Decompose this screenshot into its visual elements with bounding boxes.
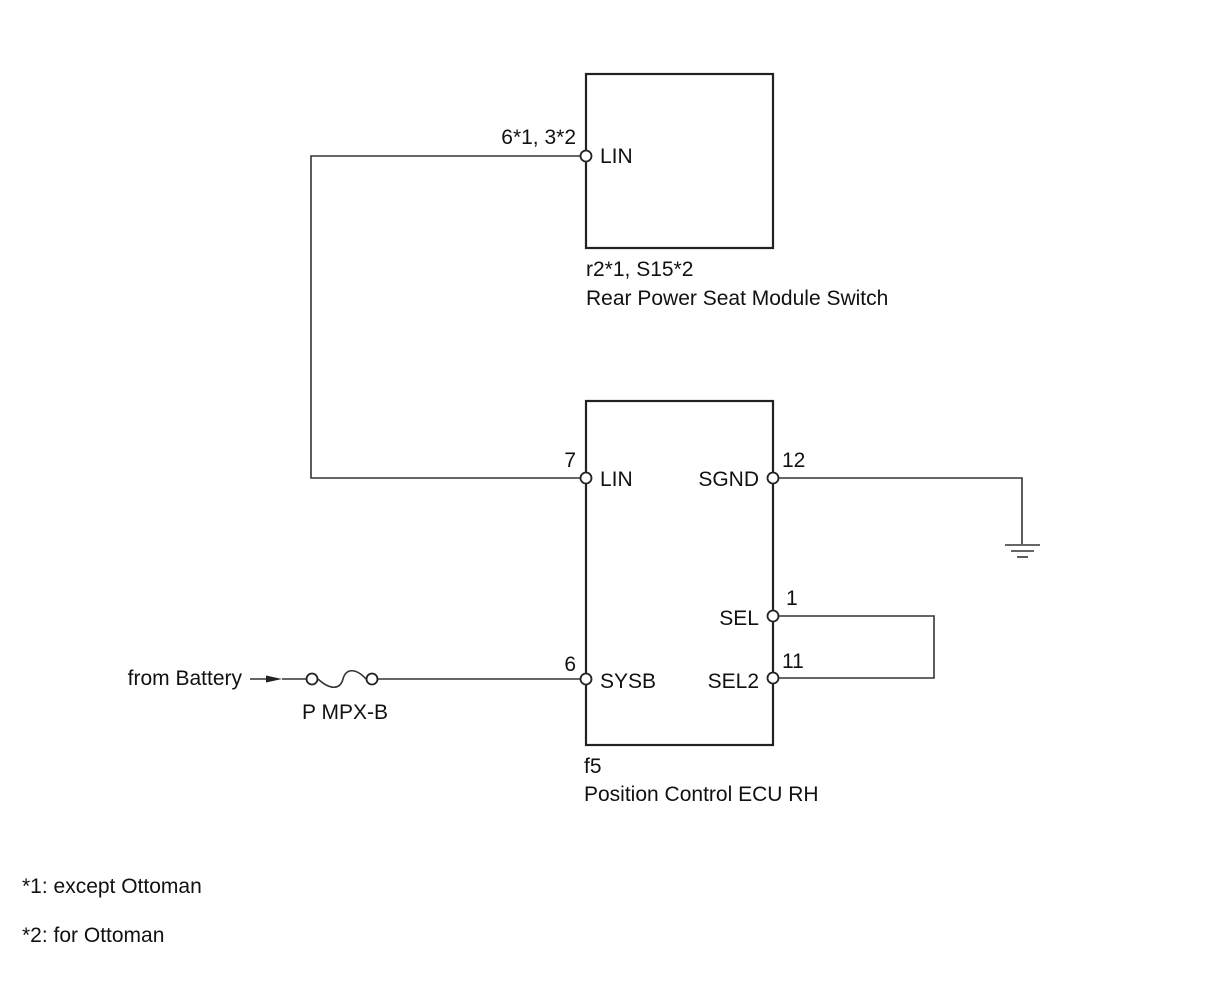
ecu-sel2-terminal bbox=[766, 671, 780, 685]
ecu-box bbox=[584, 399, 775, 747]
ecu-sysb-terminal bbox=[579, 672, 593, 686]
rear-seat-module-box bbox=[584, 72, 775, 250]
rear-module-name: Rear Power Seat Module Switch bbox=[586, 287, 888, 310]
ecu-lin-terminal bbox=[579, 471, 593, 485]
sel-jumper-wire bbox=[778, 615, 935, 679]
ecu-sel2-pin-label: SEL2 bbox=[708, 670, 759, 693]
ecu-sel2-pin-number: 11 bbox=[782, 650, 804, 673]
ecu-connector: f5 bbox=[584, 755, 602, 778]
ecu-lin-pin-number: 7 bbox=[564, 449, 576, 472]
ecu-sgnd-pin-number: 12 bbox=[782, 449, 805, 472]
ecu-sel-terminal bbox=[766, 609, 780, 623]
ecu-sysb-pin-number: 6 bbox=[564, 653, 576, 676]
battery-source-label: from Battery bbox=[128, 667, 243, 690]
lin-wire bbox=[310, 155, 581, 479]
fuse-terminal-left bbox=[305, 672, 319, 686]
rear-lin-pin-label: LIN bbox=[600, 145, 633, 168]
ecu-name: Position Control ECU RH bbox=[584, 783, 819, 806]
ecu-sel-pin-number: 1 bbox=[786, 587, 798, 610]
fuse-icon bbox=[317, 669, 367, 689]
rear-lin-pin-number: 6*1, 3*2 bbox=[501, 126, 576, 149]
rear-lin-terminal bbox=[579, 149, 593, 163]
sgnd-wire bbox=[778, 477, 1023, 544]
footnote-2: *2: for Ottoman bbox=[22, 924, 164, 947]
ecu-sel-pin-label: SEL bbox=[719, 607, 759, 630]
ecu-sgnd-terminal bbox=[766, 471, 780, 485]
fuse-terminal-right bbox=[365, 672, 379, 686]
fuse-label: P MPX-B bbox=[302, 701, 388, 724]
rear-module-connector: r2*1, S15*2 bbox=[586, 258, 693, 281]
footnote-1: *1: except Ottoman bbox=[22, 875, 202, 898]
arrow-right-icon bbox=[266, 675, 282, 683]
ground-icon bbox=[1005, 544, 1040, 558]
ecu-lin-pin-label: LIN bbox=[600, 468, 633, 491]
ecu-sgnd-pin-label: SGND bbox=[698, 468, 759, 491]
ecu-sysb-pin-label: SYSB bbox=[600, 670, 656, 693]
